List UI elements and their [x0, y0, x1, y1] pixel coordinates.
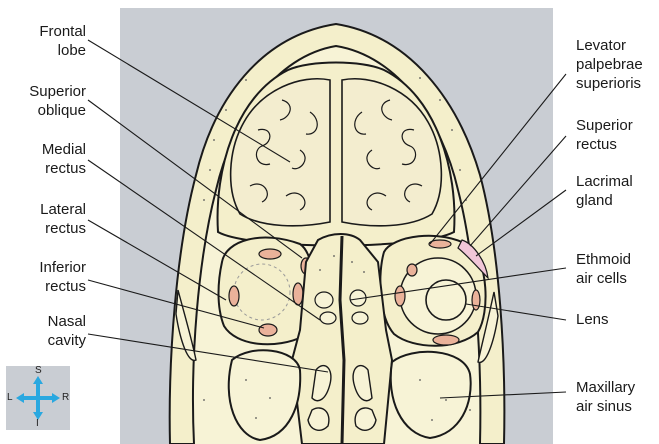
- label-lens: Lens: [576, 310, 609, 329]
- compass-inferior: I: [36, 418, 39, 429]
- compass-superior: S: [35, 365, 42, 376]
- compass-right: R: [62, 392, 69, 403]
- compass-left: L: [7, 392, 13, 403]
- orientation-compass: S I L R: [6, 366, 70, 430]
